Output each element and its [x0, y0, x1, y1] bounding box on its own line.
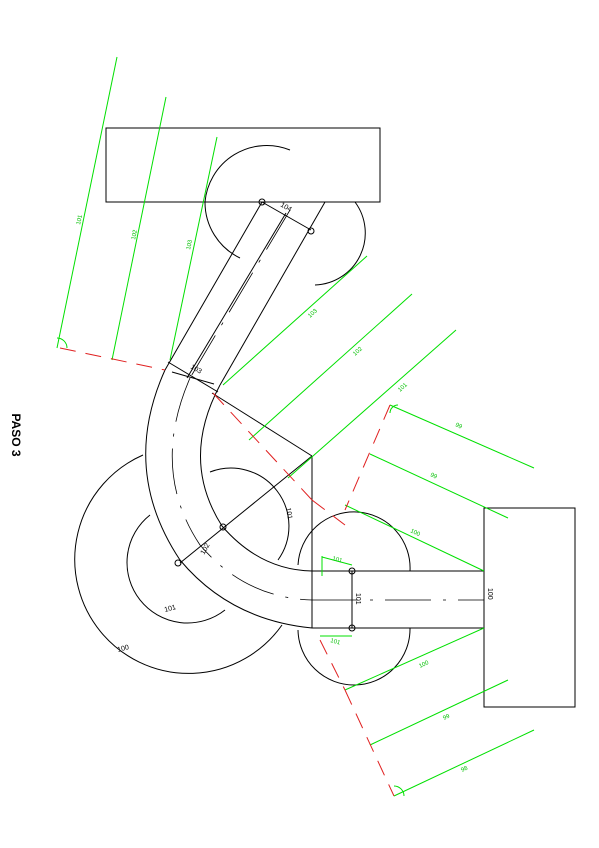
drawing-title: PASO 3	[9, 413, 23, 456]
label-lower-joint: 101	[354, 593, 361, 605]
right-block	[483, 507, 576, 708]
glabel-mid-3: 101	[397, 382, 409, 394]
lower-arm	[297, 511, 484, 686]
glabel-bot-2: 99	[442, 713, 451, 722]
glabel-right-3: 100	[409, 528, 421, 538]
label-arc-outer: 100	[117, 644, 130, 654]
glabel-top-1: 101	[76, 214, 84, 226]
glabel-mid-2: 102	[352, 346, 364, 358]
construction-lines	[59, 347, 395, 797]
glabel-bot-1: 100	[418, 660, 430, 670]
label-diag: 101	[284, 507, 293, 520]
label-upper-mid: 103	[189, 364, 203, 376]
glabel-right-2: 99	[429, 472, 438, 481]
glabel-top-2: 102	[131, 229, 139, 241]
label-arc-inner: 101	[164, 604, 177, 614]
label-right-block: 100	[486, 588, 493, 600]
elbow-bend	[74, 369, 313, 674]
top-block	[105, 127, 381, 286]
glabel-top-3: 103	[186, 239, 194, 251]
dimension-lines	[56, 56, 535, 797]
glabel-low-2: 101	[329, 638, 341, 647]
upper-arm	[164, 198, 326, 393]
glabel-low-1: 101	[331, 556, 343, 565]
label-top-joint: 104	[279, 202, 293, 214]
glabel-right-1: 99	[454, 422, 463, 431]
glabel-mid-1: 103	[307, 308, 319, 320]
label-center-bend: 102	[200, 542, 212, 556]
glabel-bot-3: 98	[460, 765, 469, 774]
